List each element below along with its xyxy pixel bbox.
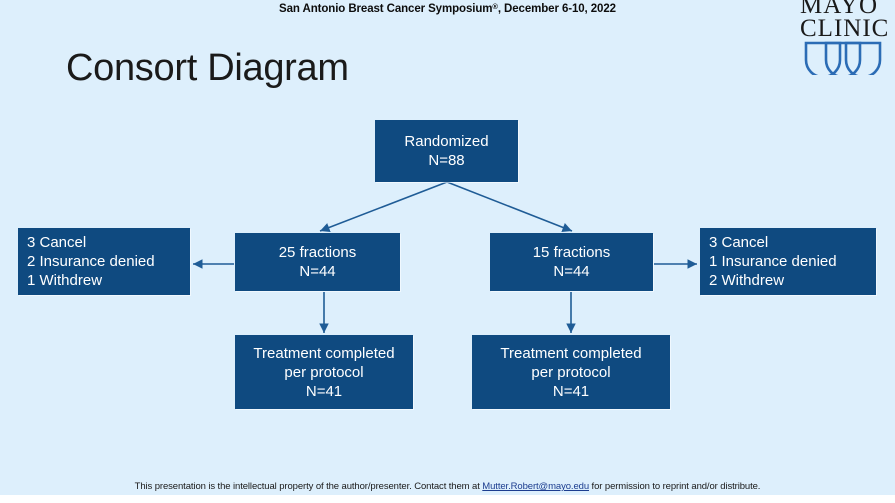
- bottom-white-strip: [0, 495, 895, 503]
- copyright-footer: This presentation is the intellectual pr…: [0, 481, 895, 492]
- right-exclusion-cancel: 3 Cancel: [709, 234, 769, 251]
- node-right-treatment-completed: Treatment completed per protocol N=41: [472, 335, 670, 409]
- left-completed-line2: per protocol: [284, 363, 364, 381]
- conference-dates: , December 6-10, 2022: [497, 3, 616, 15]
- footer-text-after: for permission to reprint and/or distrib…: [589, 481, 761, 492]
- mayo-logo-line2: CLINIC: [800, 15, 890, 42]
- mayo-shields-icon: [804, 41, 882, 79]
- right-exclusion-withdrew: 2 Withdrew: [709, 272, 785, 289]
- left-exclusion-cancel: 3 Cancel: [27, 234, 87, 251]
- mayo-clinic-logo: MAYO CLINIC: [800, 0, 895, 79]
- node-arm-15-label: 15 fractions: [532, 244, 611, 261]
- connector-randomized-to-arm15: [446, 181, 573, 232]
- left-exclusion-insurance: 2 Insurance denied: [27, 253, 155, 270]
- conference-header: San Antonio Breast Cancer Symposium®, De…: [0, 2, 895, 15]
- node-randomized: Randomized N=88: [375, 120, 518, 182]
- left-exclusion-withdrew: 1 Withdrew: [27, 272, 103, 289]
- registered-mark-icon: ®: [492, 2, 498, 11]
- node-randomized-count: N=88: [428, 152, 465, 169]
- footer-text-before: This presentation is the intellectual pr…: [134, 481, 483, 492]
- right-completed-line2: per protocol: [531, 363, 611, 381]
- node-arm-15-fractions: 15 fractions N=44: [490, 233, 653, 291]
- connector-randomized-to-arm25: [319, 181, 448, 233]
- node-randomized-label: Randomized: [404, 133, 489, 150]
- node-left-exclusions: 3 Cancel 2 Insurance denied 1 Withdrew: [18, 228, 190, 295]
- right-completed-count: N=41: [552, 382, 590, 400]
- node-arm-15-count: N=44: [553, 263, 590, 280]
- node-arm-25-label: 25 fractions: [278, 244, 357, 261]
- right-exclusion-insurance: 1 Insurance denied: [709, 253, 837, 270]
- mayo-logo-line1: MAYO: [800, 0, 879, 19]
- conference-name: San Antonio Breast Cancer Symposium: [279, 3, 493, 15]
- node-arm-25-count: N=44: [299, 263, 336, 280]
- left-completed-count: N=41: [305, 382, 343, 400]
- right-completed-line1: Treatment completed: [500, 344, 642, 362]
- left-completed-line1: Treatment completed: [253, 344, 395, 362]
- presenter-email-link[interactable]: Mutter.Robert@mayo.edu: [482, 481, 590, 492]
- page-title: Consort Diagram: [66, 47, 349, 89]
- node-left-treatment-completed: Treatment completed per protocol N=41: [235, 335, 413, 409]
- node-right-exclusions: 3 Cancel 1 Insurance denied 2 Withdrew: [700, 228, 876, 295]
- node-arm-25-fractions: 25 fractions N=44: [235, 233, 400, 291]
